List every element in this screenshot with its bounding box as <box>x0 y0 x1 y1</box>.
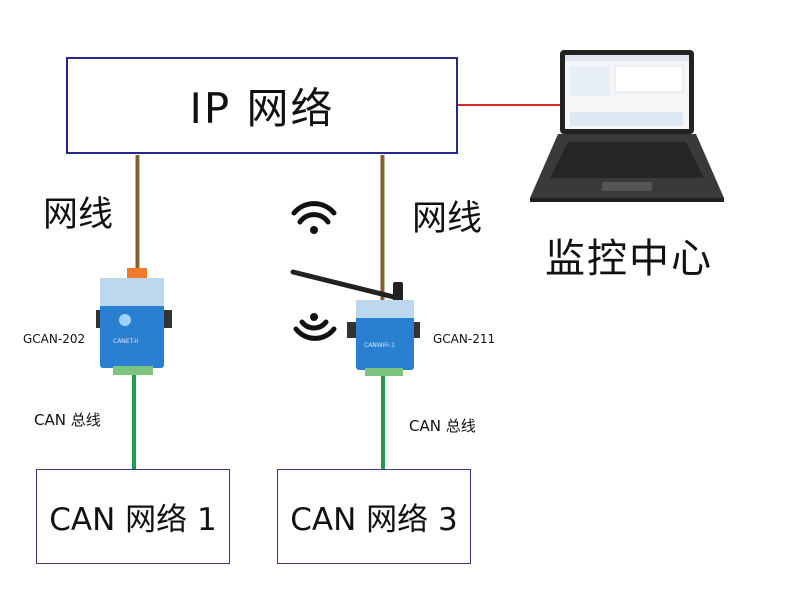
device-left-panel-text: CANET-II <box>113 338 139 345</box>
can-network-3-label: CAN 网络 3 <box>290 502 458 538</box>
device-right-model: GCAN-211 <box>433 332 496 346</box>
can-bus-left-label: CAN 总线 <box>34 411 101 429</box>
cable-left-label: 网线 <box>43 195 114 235</box>
cable-right-label: 网线 <box>412 199 483 239</box>
antenna-icon <box>290 269 401 301</box>
can-network-1-label: CAN 网络 1 <box>49 502 217 538</box>
gcan-211-device <box>290 269 420 376</box>
monitor-center-label: 监控中心 <box>545 236 713 282</box>
can-network-3-box: CAN 网络 3 <box>277 469 471 564</box>
wireless-broadcast-icon <box>293 313 337 341</box>
device-right-panel-text: CANWiFi-1 <box>364 342 395 349</box>
can-bus-right-label: CAN 总线 <box>409 417 476 435</box>
gcan-202-device <box>96 268 172 375</box>
ip-network-label: IP 网络 <box>189 84 335 133</box>
wifi-signal-icon <box>291 201 337 234</box>
laptop-icon <box>530 50 724 202</box>
device-left-model: GCAN-202 <box>23 332 86 346</box>
can-network-1-box: CAN 网络 1 <box>36 469 230 564</box>
ip-network-box: IP 网络 <box>66 57 458 154</box>
